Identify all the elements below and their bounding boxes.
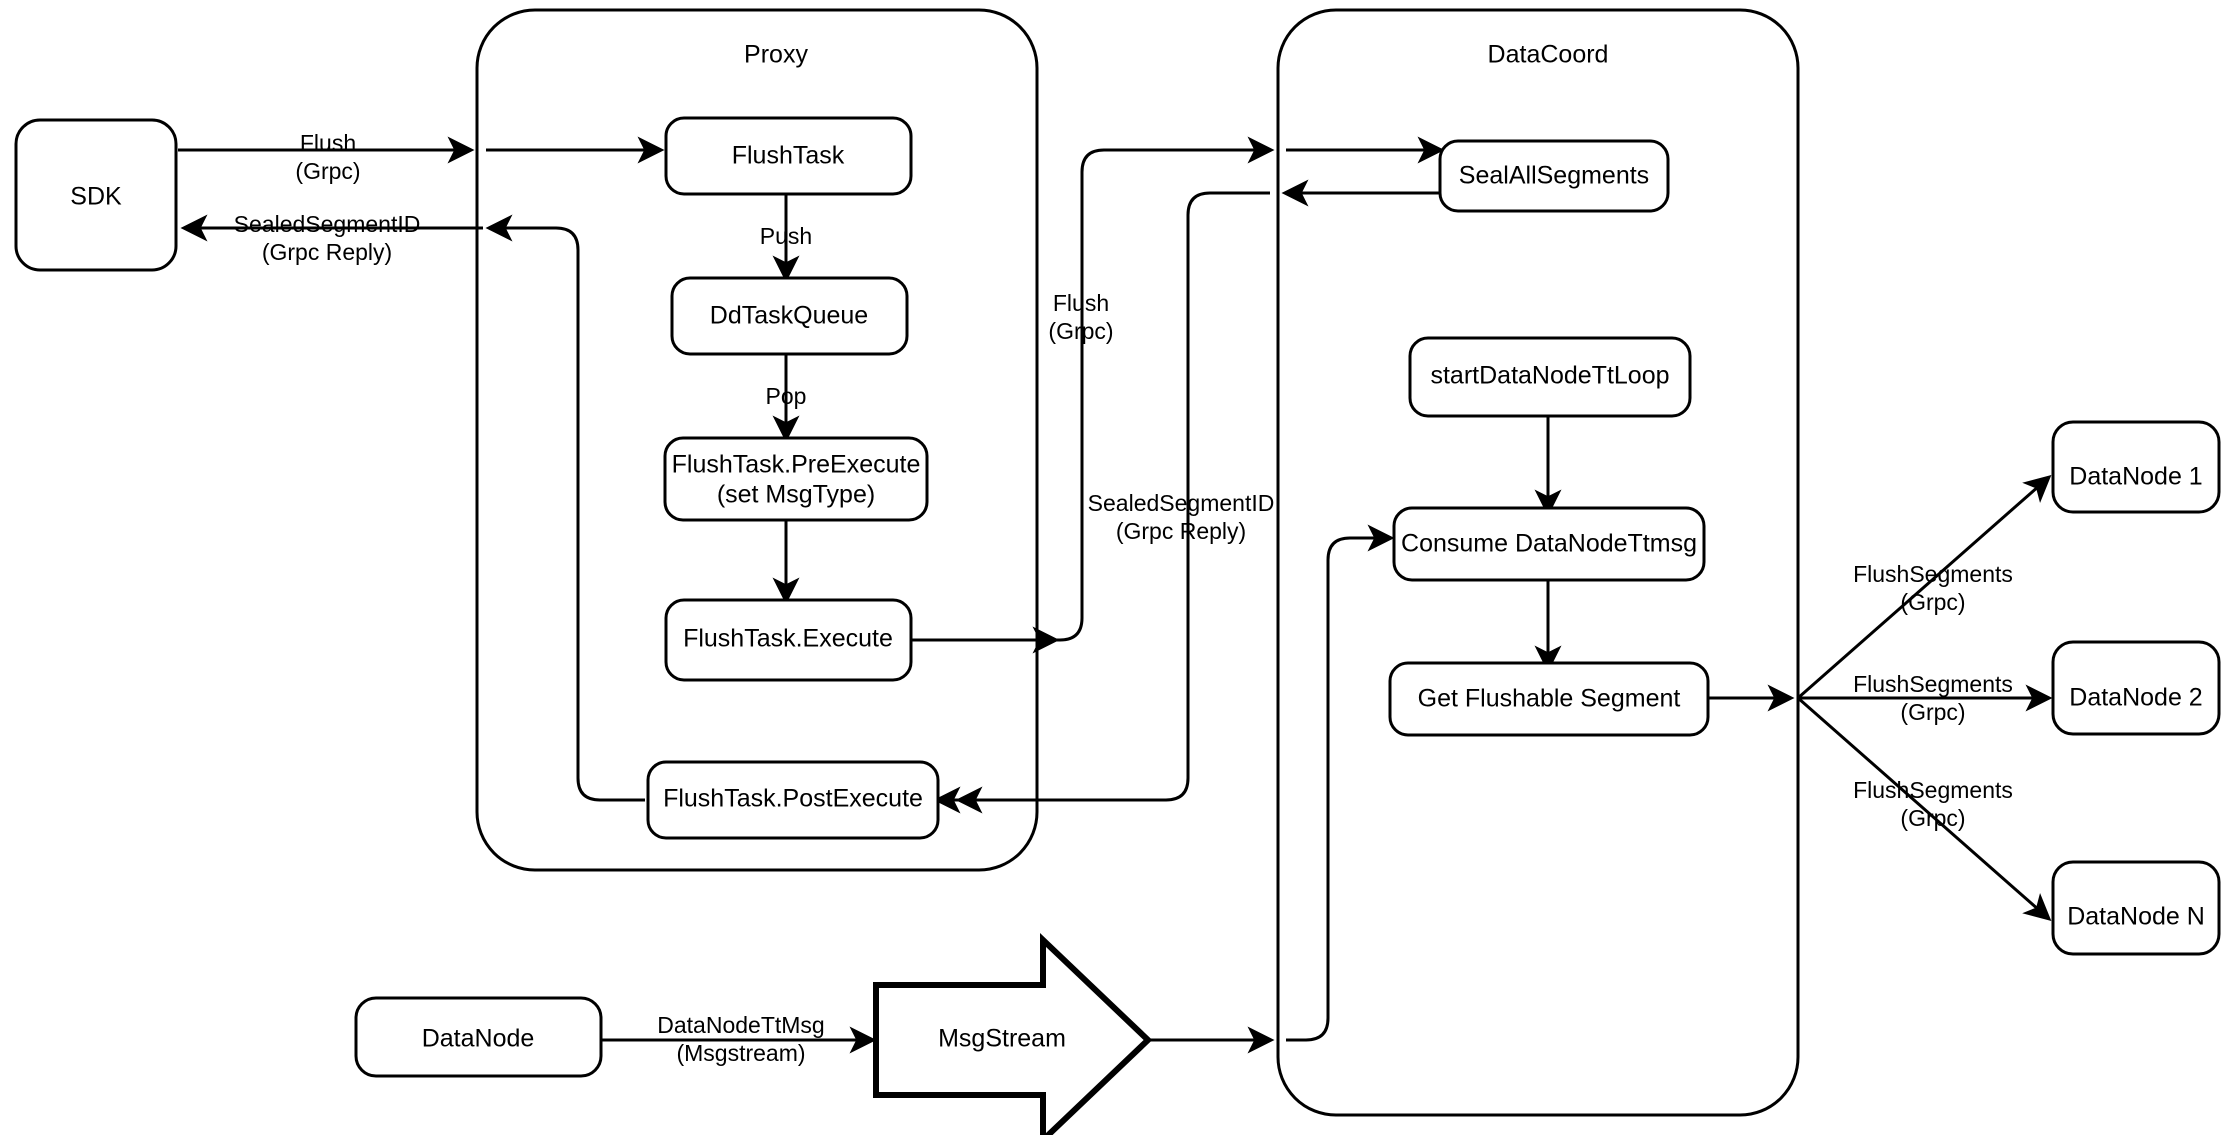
container-datacoord: DataCoord	[1276, 8, 1800, 1117]
edge-label-flushsegments-2-line1: FlushSegments	[1853, 671, 2013, 697]
node-start-datanode-tt-loop[interactable]: startDataNodeTtLoop	[1408, 336, 1692, 418]
edge-datacoord-ttmsg-rail	[1286, 524, 1395, 1042]
node-seal-all-segments[interactable]: SealAllSegments	[1438, 139, 1670, 213]
edge-label-dc-proxy-reply-line1: SealedSegmentID	[1088, 490, 1275, 516]
datanode-2-box[interactable]	[2051, 640, 2221, 736]
preexecute-label-line1: FlushTask.PreExecute	[672, 451, 921, 479]
edge-label-proxy-dc-flush-line2: (Grpc)	[1048, 318, 1113, 344]
datanode-n-box[interactable]	[2051, 860, 2221, 956]
edge-fanout-to-datanode-1	[1797, 475, 2052, 700]
edge-label-datanode-ttmsg-line2: (Msgstream)	[676, 1040, 805, 1066]
get-flushable-box[interactable]	[1388, 661, 1710, 737]
consume-ttmsg-label: Consume DataNodeTtmsg	[1401, 530, 1697, 558]
edge-label-flushsegments-n-line1: FlushSegments	[1853, 777, 2013, 803]
start-tt-loop-label: startDataNodeTtLoop	[1430, 362, 1669, 390]
node-get-flushable-segment[interactable]: Get Flushable Segment	[1388, 661, 1710, 737]
sdk-box[interactable]	[14, 118, 178, 272]
edge-label-push: Push	[760, 223, 812, 249]
edge-label-sdk-reply-line1: SealedSegmentID	[234, 211, 421, 237]
get-flushable-label: Get Flushable Segment	[1418, 685, 1681, 713]
edge-label-flushsegments-1-line2: (Grpc)	[1900, 589, 1965, 615]
flush-task-box[interactable]	[664, 116, 913, 196]
edge-label-sdk-reply-line2: (Grpc Reply)	[262, 239, 392, 265]
start-tt-loop-box[interactable]	[1408, 336, 1692, 418]
execute-box[interactable]	[664, 598, 913, 682]
node-datanode-n[interactable]: DataNode N	[2051, 860, 2221, 956]
edge-datacoord-reply-to-postexecute	[955, 191, 1270, 814]
edge-label-flushsegments-2-line2: (Grpc)	[1900, 699, 1965, 725]
dd-task-queue-box[interactable]	[670, 276, 909, 356]
execute-label: FlushTask.Execute	[683, 625, 893, 653]
flush-task-label: FlushTask	[732, 142, 845, 170]
preexecute-box[interactable]	[663, 436, 929, 522]
node-datanode-bottom[interactable]: DataNode	[354, 996, 603, 1078]
edge-label-pop: Pop	[766, 383, 807, 409]
sdk-label: SDK	[70, 183, 122, 211]
datacoord-container-label: DataCoord	[1488, 41, 1609, 69]
edge-label-datanode-ttmsg-line1: DataNodeTtMsg	[657, 1012, 824, 1038]
node-datanode-1[interactable]: DataNode 1	[2051, 420, 2221, 514]
edge-label-flushsegments-1-line1: FlushSegments	[1853, 561, 2013, 587]
edge-label-dc-proxy-reply-line2: (Grpc Reply)	[1116, 518, 1246, 544]
proxy-container-label: Proxy	[744, 41, 808, 69]
node-datanode-2[interactable]: DataNode 2	[2051, 640, 2221, 736]
datanode-1-box[interactable]	[2051, 420, 2221, 514]
node-msgstream[interactable]: MsgStream	[873, 933, 1153, 1135]
datanode-bottom-box[interactable]	[354, 996, 603, 1078]
seal-all-segments-box[interactable]	[1438, 139, 1670, 213]
node-flush-task[interactable]: FlushTask	[664, 116, 913, 196]
edge-label-sdk-flush-line2: (Grpc)	[295, 158, 360, 184]
datanode-bottom-label: DataNode	[422, 1025, 535, 1053]
node-consume-datanode-ttmsg[interactable]: Consume DataNodeTtmsg	[1392, 506, 1706, 582]
edge-proxy-flush-to-datacoord	[1055, 136, 1275, 642]
node-dd-task-queue[interactable]: DdTaskQueue	[670, 276, 909, 356]
node-flush-task-execute[interactable]: FlushTask.Execute	[664, 598, 913, 682]
edge-postexecute-to-reply-rail	[485, 214, 645, 802]
dd-task-queue-label: DdTaskQueue	[710, 302, 868, 330]
edge-label-sdk-flush-line1: Flush	[300, 130, 356, 156]
container-proxy: Proxy	[475, 8, 1039, 872]
msgstream-arrow-shape[interactable]	[873, 933, 1153, 1135]
consume-ttmsg-box[interactable]	[1392, 506, 1706, 582]
node-sdk[interactable]: SDK	[14, 118, 178, 272]
postexecute-box[interactable]	[646, 760, 940, 840]
edge-fanout-to-datanode-n	[1797, 696, 2052, 921]
node-flush-task-postexecute[interactable]: FlushTask.PostExecute	[646, 760, 940, 840]
postexecute-label: FlushTask.PostExecute	[663, 785, 923, 813]
node-flush-task-preexecute[interactable]: FlushTask.PreExecute (set MsgType)	[663, 436, 929, 522]
proxy-container-border	[475, 8, 1039, 872]
datanode-n-label: DataNode N	[2067, 903, 2205, 931]
edge-label-flushsegments-n-line2: (Grpc)	[1900, 805, 1965, 831]
datanode-1-label: DataNode 1	[2069, 463, 2202, 491]
seal-all-segments-label: SealAllSegments	[1459, 162, 1649, 190]
datanode-2-label: DataNode 2	[2069, 684, 2202, 712]
msgstream-label: MsgStream	[938, 1025, 1066, 1053]
datacoord-container-border	[1276, 8, 1800, 1117]
preexecute-label-line2: (set MsgType)	[717, 481, 875, 509]
edge-label-proxy-dc-flush-line1: Flush	[1053, 290, 1109, 316]
